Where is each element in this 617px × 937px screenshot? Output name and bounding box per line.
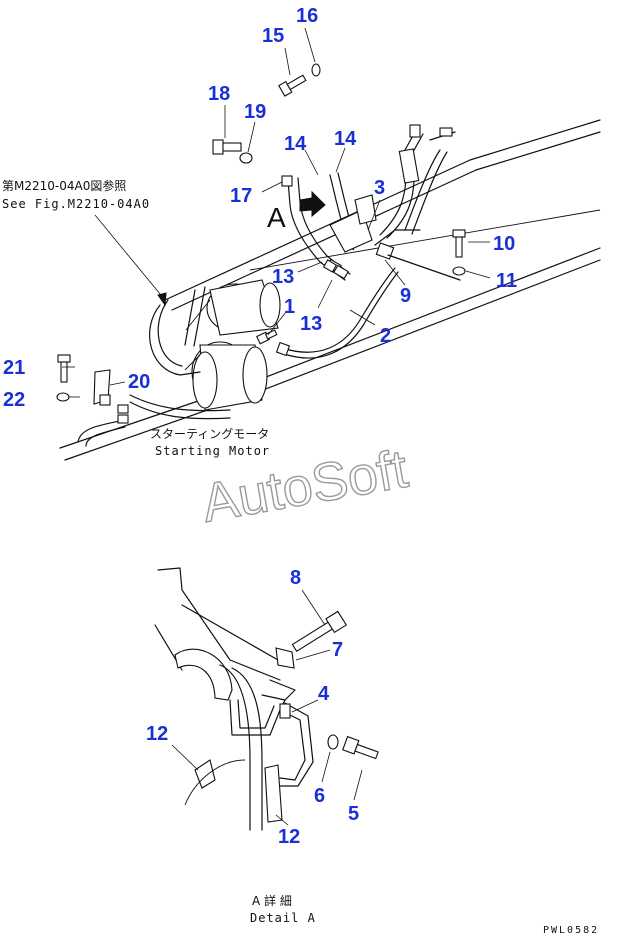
callout-14b: 14 xyxy=(334,128,357,150)
bolt-8 xyxy=(291,610,348,653)
washer-6 xyxy=(327,734,339,750)
callout-13b: 13 xyxy=(300,313,322,335)
callout-13a: 13 xyxy=(272,266,294,288)
callout-3: 3 xyxy=(374,177,385,199)
bolt-15 xyxy=(278,74,307,97)
callout-11: 11 xyxy=(496,270,517,292)
central-harness xyxy=(287,172,377,281)
callout-2: 2 xyxy=(380,325,391,347)
callout-12b: 12 xyxy=(278,826,300,848)
callout-8: 8 xyxy=(290,567,301,589)
sensor-13 xyxy=(322,259,349,280)
bolt-18 xyxy=(212,139,242,155)
reference-note-jp: 第M2210-04A0図参照 xyxy=(2,178,126,193)
upper-assembly: A 第M2210-04A0図参照 See Fig.M2210-04A0 スターテ… xyxy=(2,27,601,461)
callout-4: 4 xyxy=(318,683,330,705)
washer-22 xyxy=(56,392,70,402)
reference-note-en: See Fig.M2210-04A0 xyxy=(2,197,150,211)
view-marker: A xyxy=(267,202,286,233)
callout-18: 18 xyxy=(208,83,230,105)
callout-12a: 12 xyxy=(146,723,168,745)
bolt-21 xyxy=(57,354,71,383)
detail-label-jp: A 詳 細 xyxy=(252,893,292,908)
bolt-1 xyxy=(256,329,278,345)
clamp-12-right xyxy=(264,764,283,823)
bracket-7 xyxy=(275,647,295,669)
callout-15: 15 xyxy=(262,25,284,47)
callout-1: 1 xyxy=(284,296,295,318)
callout-6: 6 xyxy=(314,785,325,807)
washer-16 xyxy=(311,63,321,77)
starting-motor xyxy=(184,279,281,411)
starting-motor-label-jp: スターティングモータ xyxy=(150,427,269,441)
callout-16: 16 xyxy=(296,5,318,27)
callout-9: 9 xyxy=(400,285,411,307)
clamp-4 xyxy=(279,703,291,719)
washer-19 xyxy=(239,152,253,164)
bolt-5 xyxy=(342,735,379,760)
callout-20: 20 xyxy=(128,371,150,393)
callout-21: 21 xyxy=(3,357,25,379)
callout-17: 17 xyxy=(230,185,252,207)
starting-motor-label-en: Starting Motor xyxy=(155,444,270,458)
callout-14a: 14 xyxy=(284,133,307,155)
callout-19: 19 xyxy=(244,101,266,123)
detail-label-en: Detail A xyxy=(250,911,316,925)
washer-11 xyxy=(452,266,466,276)
clamp-17 xyxy=(281,175,293,187)
bolt-10 xyxy=(452,229,466,258)
view-arrow xyxy=(299,190,326,218)
callout-22: 22 xyxy=(3,389,25,411)
detail-a xyxy=(154,567,379,831)
drawing-code: PWL0582 xyxy=(543,925,599,936)
bracket-20 xyxy=(93,369,129,424)
callout-numbers: 16 15 18 19 14 14 17 3 10 11 9 13 13 1 2… xyxy=(3,5,517,848)
upper-right-connectors xyxy=(374,124,461,281)
callout-7: 7 xyxy=(332,639,343,661)
callout-5: 5 xyxy=(348,803,359,825)
callout-10: 10 xyxy=(493,233,515,255)
